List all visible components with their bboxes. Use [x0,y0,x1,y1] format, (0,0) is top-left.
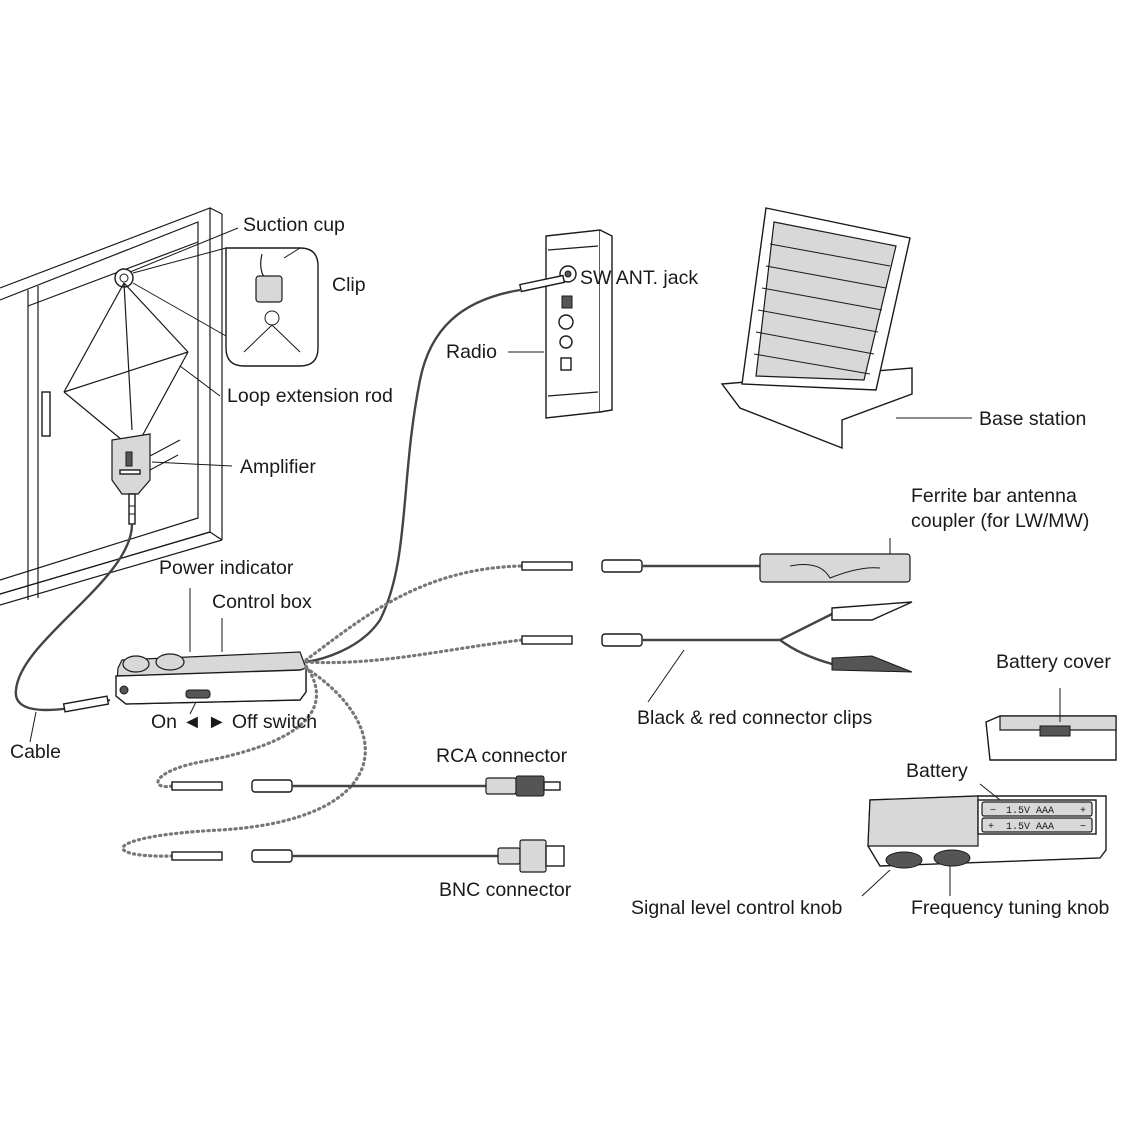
accessory-cables [121,538,913,873]
ferrite-plug-icon [521,561,573,571]
labels: Suction cup Clip Loop extension rod Ampl… [10,214,1111,919]
loop-extension-rod-label: Loop extension rod [227,385,393,407]
base-station-label: Base station [979,408,1086,430]
signal-knob-label: Signal level control knob [631,897,843,919]
leader-lines [129,227,239,467]
power-indicator-label: Power indicator [159,557,294,579]
clip-label: Clip [332,274,366,296]
signal-dial-icon [122,655,150,673]
rca-connector-icon [515,775,545,797]
base-station-illustration [720,207,972,450]
window-illustration [0,207,223,606]
bnc-plug-icon [171,851,223,861]
battery-cell2-minus: − [1080,822,1086,833]
battery-box-illustration: − 1.5V AAA + + 1.5V AAA − [861,783,1107,897]
cable-label: Cable [10,741,61,763]
ferrite-bar-icon [759,553,911,583]
bnc-connector-icon [519,839,547,873]
rca-connector-label: RCA connector [436,745,568,767]
battery-cell1-plus: + [1080,806,1086,817]
radio-label: Radio [446,341,497,363]
control-box-label: Control box [212,591,312,613]
sw-ant-jack-label: SW ANT. jack [580,267,698,289]
bnc-connector-label: BNC connector [439,879,572,901]
tuning-dial-icon [155,653,185,671]
clips-plug-icon [521,635,573,645]
amplifier-label: Amplifier [240,456,316,478]
connector-clips-label: Black & red connector clips [637,707,872,729]
signal-knob-icon [885,851,923,869]
battery-cell1-text: 1.5V AAA [1006,806,1054,817]
ferrite-label-line1: Ferrite bar antenna [911,485,1077,507]
frequency-knob-icon [933,849,971,867]
clip-callout [225,247,319,367]
radio-illustration [305,229,613,664]
battery-cover-label: Battery cover [996,651,1111,673]
ferrite-label-line2: coupler (for LW/MW) [911,510,1089,532]
control-box [29,588,307,743]
red-clip-icon [831,601,913,621]
frequency-knob-label: Frequency tuning knob [911,897,1110,919]
battery-cell1-minus: − [990,806,996,817]
battery-cell2-text: 1.5V AAA [1006,822,1054,833]
power-switch-icon [185,689,211,699]
on-off-switch-label: On ◄ ► Off switch [151,711,317,733]
battery-cell2-plus: + [988,822,994,833]
black-clip-icon [831,655,913,673]
rca-plug-icon [171,781,223,791]
battery-label: Battery [906,760,968,782]
battery-cover-illustration [985,688,1117,761]
suction-cup-label: Suction cup [243,214,345,236]
loop-antenna [14,247,227,712]
